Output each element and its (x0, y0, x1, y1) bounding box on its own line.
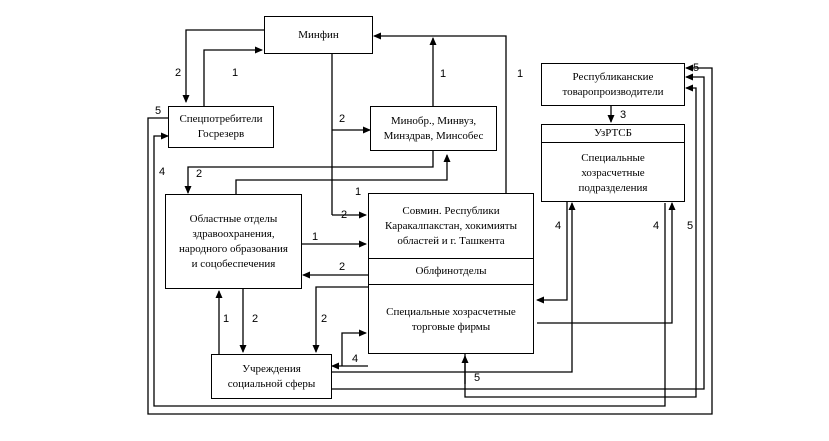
label-5-uz-right: 5 (687, 220, 694, 232)
arrow-institutions-to-producers (332, 73, 705, 390)
arrow-trade-to-uzrtsb (537, 202, 676, 324)
label-5-producers: 5 (693, 62, 700, 74)
arrow-oblfin-to-institutions (312, 286, 368, 353)
arrow-spec-to-producers (147, 64, 713, 415)
box-ministries-label: Минобр., Минвуз, Минздрав, Минсобес (383, 114, 484, 142)
box-uzrtsb: УзРТСБ Специальные хозрасчетные подразде… (541, 124, 685, 202)
arrow-uzrtsb-to-spec (153, 132, 666, 407)
label-1-ministries-sovmin: 1 (355, 186, 362, 198)
label-4-uz-right: 4 (653, 220, 660, 232)
label-2-oblfin-to-regional: 2 (339, 261, 346, 273)
arrow-minfin-to-spec-consumers (182, 29, 264, 103)
box-producers-label: Республиканские товаропроизводители (562, 70, 664, 98)
section-oblfin: Облфинотделы (369, 259, 533, 285)
arrow-sovmin-to-minfin (373, 32, 507, 193)
box-spec-consumers-label: Спецпотребители Госрезерв (179, 113, 263, 140)
label-3-producers: 3 (620, 109, 627, 121)
label-2-minfin-left: 2 (175, 67, 182, 79)
label-2-to-ministries: 2 (339, 113, 346, 125)
label-4-institutions-trade: 4 (352, 353, 359, 365)
label-4-left: 4 (159, 166, 166, 178)
box-regional-depts-label: Областные отделы здравоохранения, народн… (179, 212, 288, 270)
box-trade-firms-label: Специальные хозрасчетные торговые фирмы (386, 306, 516, 333)
box-institutions-label: Учреждения социальной сферы (227, 362, 316, 390)
box-uzrtsb-title: УзРТСБ (594, 127, 632, 139)
arrow-ministries-to-regional (184, 151, 434, 194)
label-1-minfin-left: 1 (232, 67, 239, 79)
label-5-spec: 5 (155, 105, 162, 117)
box-institutions: Учреждения социальной сферы (211, 354, 332, 399)
label-2-oblfin-down: 2 (321, 313, 328, 325)
label-1-ministries-up: 1 (440, 68, 447, 80)
box-ministries: Минобр., Минвуз, Минздрав, Минсобес (370, 106, 497, 151)
label-2-to-regional: 2 (196, 168, 203, 180)
box-regional-depts: Областные отделы здравоохранения, народн… (165, 194, 302, 289)
label-2-regional-down: 2 (252, 313, 259, 325)
box-producers: Республиканские товаропроизводители (541, 63, 685, 106)
label-1-institutions-up: 1 (223, 313, 230, 325)
box-uzrtsb-body: Специальные хозрасчетные подразделения (578, 151, 648, 194)
section-uzrtsb-title: УзРТСБ (542, 125, 684, 143)
box-spec-consumers: Спецпотребители Госрезерв (168, 106, 274, 148)
section-sovmin: Совмин. Республики Каракалпакстан, хоким… (369, 194, 533, 259)
box-oblfin-label: Облфинотделы (415, 265, 487, 277)
box-sovmin-group: Совмин. Республики Каракалпакстан, хоким… (368, 193, 534, 354)
label-4-uz-left: 4 (555, 220, 562, 232)
label-1-sovmin-to-minfin: 1 (517, 68, 524, 80)
section-trade-firms: Специальные хозрасчетные торговые фирмы (369, 285, 533, 355)
arrow-institutions-to-trade (341, 329, 367, 366)
label-5-bottom: 5 (474, 372, 481, 384)
arrow-spec-consumers-to-minfin (203, 46, 263, 106)
box-minfin: Минфин (264, 16, 373, 54)
arrow-regional-to-ministries (235, 154, 451, 194)
arrow-institutions-to-uzrtsb (332, 202, 576, 373)
section-uzrtsb-body: Специальные хозрасчетные подразделения (542, 143, 684, 203)
label-2-to-sovmin: 2 (341, 209, 348, 221)
arrow-uzrtsb-to-trade (536, 202, 568, 304)
box-sovmin-label: Совмин. Республики Каракалпакстан, хоким… (385, 204, 517, 247)
box-minfin-label: Минфин (298, 28, 339, 41)
label-1-regional-to-sovmin: 1 (312, 231, 319, 243)
